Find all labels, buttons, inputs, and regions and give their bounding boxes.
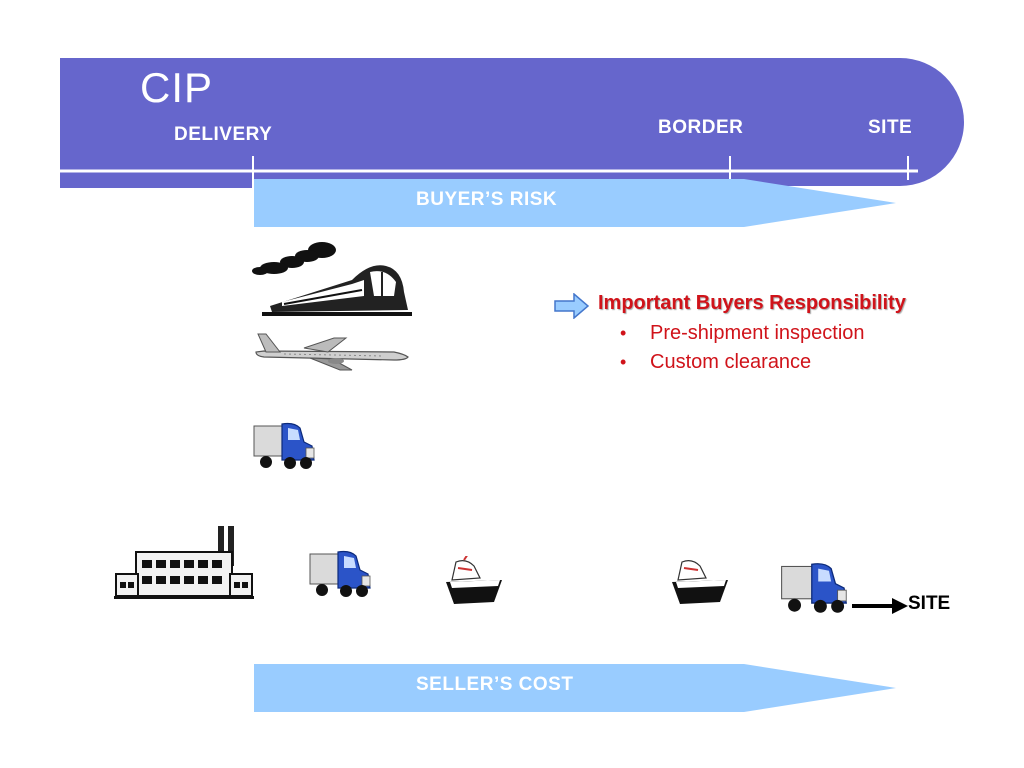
sellers-cost-band: [254, 664, 896, 712]
buyers-risk-band: [254, 179, 896, 227]
delivery-label: DELIVERY: [174, 124, 273, 145]
list-item: Pre-shipment inspection: [620, 319, 906, 348]
arrow-right-icon: [852, 598, 908, 614]
sellers-cost-label: SELLER’S COST: [416, 674, 574, 695]
responsibility-title: Important Buyers Responsibility: [598, 292, 906, 314]
ship-icon: [672, 560, 728, 604]
route-end-site-label: SITE: [908, 593, 951, 614]
airplane-icon: [255, 333, 409, 371]
responsibility-list: Pre-shipment inspection Custom clearance: [598, 319, 906, 377]
truck-icon: [253, 422, 315, 469]
factory-icon: [114, 526, 254, 599]
buyers-risk-label: BUYER’S RISK: [416, 189, 558, 210]
ship-icon: [446, 556, 502, 604]
list-item: Custom clearance: [620, 348, 906, 377]
header-banner: [60, 58, 964, 188]
truck-icon: [309, 550, 371, 597]
site-label: SITE: [868, 117, 913, 138]
border-label: BORDER: [658, 117, 744, 138]
arrow-right-icon: [554, 293, 590, 319]
page-title: CIP: [140, 64, 214, 111]
train-icon: [252, 242, 412, 316]
truck-icon: [781, 563, 847, 613]
responsibility-box: Important Buyers Responsibility Pre-ship…: [598, 292, 906, 377]
